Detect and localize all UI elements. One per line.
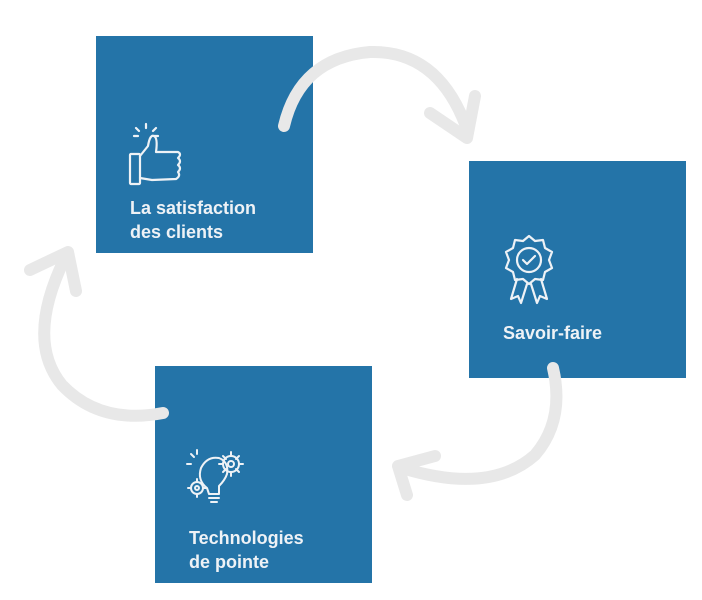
thumbs-up-icon [128,122,182,186]
award-badge-icon [504,234,554,305]
step-box-know-how: Savoir-faire [469,161,686,378]
cycle-arrow-3 [24,246,169,422]
cycle-arrow-2 [392,362,563,501]
step-label: Savoir-faire [503,323,603,343]
lightbulb-gears-icon [186,449,244,503]
